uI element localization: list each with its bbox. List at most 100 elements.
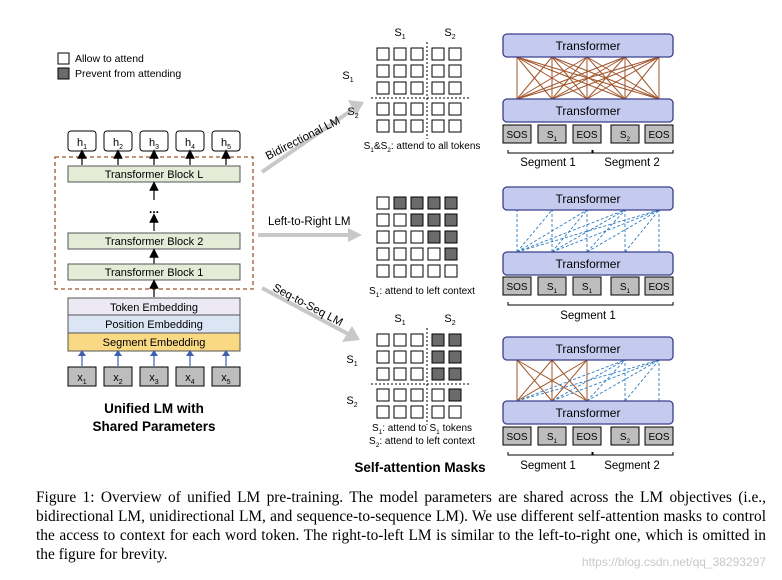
token-label: EOS <box>648 282 669 293</box>
attention-link <box>516 209 626 253</box>
token-box <box>537 124 567 144</box>
panel3-transformer-bottom <box>502 400 674 425</box>
output-h4: h4 <box>185 137 195 151</box>
mask-cell <box>376 367 390 381</box>
mask-cell <box>393 64 407 78</box>
token-label: EOS <box>576 130 597 141</box>
mask-cell <box>431 47 445 61</box>
token-box <box>610 276 640 296</box>
panel3-transformer-top <box>502 336 674 361</box>
mask-cell <box>393 350 407 364</box>
mask-cell <box>376 405 390 419</box>
mask-cell <box>393 119 407 133</box>
mask-cell <box>444 230 458 244</box>
mask-left-to-right: S1: attend to left context <box>369 196 475 299</box>
mask-cell <box>431 405 445 419</box>
mask-cell <box>393 388 407 402</box>
attention-link <box>624 209 660 253</box>
mask-cell <box>444 264 458 278</box>
mask-cell <box>431 350 445 364</box>
token-box <box>572 124 602 144</box>
mask-bidirectional: S1 S2 S1 S2 S1&S2: attend to all tokens <box>342 27 480 154</box>
mask-cell <box>393 47 407 61</box>
token-box <box>610 426 640 446</box>
mask-cell <box>431 81 445 95</box>
mask-cell <box>410 350 424 364</box>
left-to-right-lm-label: Left-to-Right LM <box>268 216 350 228</box>
mask2-cells <box>376 196 458 278</box>
token-label: S1 <box>547 282 558 295</box>
token-label: S1 <box>547 130 558 143</box>
mask1-cells <box>371 42 470 139</box>
mask-cell <box>393 367 407 381</box>
output-h1: h1 <box>77 137 87 151</box>
panel2-attention-links <box>516 209 660 253</box>
attention-link <box>516 209 553 253</box>
token-label: S2 <box>620 130 631 143</box>
mask3-cells <box>371 328 470 425</box>
panel1-transformer-top <box>502 33 674 58</box>
mask-cell <box>376 247 390 261</box>
mask-cell <box>393 81 407 95</box>
mask-cell <box>410 247 424 261</box>
mask-cell <box>427 196 441 210</box>
token-label: S1 <box>620 282 631 295</box>
input-arrows <box>81 355 227 366</box>
objective-arrows: Bidirectional LM Left-to-Right LM Seq-to… <box>258 100 364 342</box>
mask-cell <box>431 388 445 402</box>
mask-cell <box>376 388 390 402</box>
mask-cell <box>376 350 390 364</box>
attention-link <box>551 359 626 402</box>
mask-cell <box>410 81 424 95</box>
mask-cell <box>410 119 424 133</box>
mask-cell <box>448 333 462 347</box>
mask-cell <box>410 333 424 347</box>
attention-link <box>624 56 660 100</box>
token-box <box>502 124 532 144</box>
mask-cell <box>431 64 445 78</box>
output-h5: h5 <box>221 137 231 151</box>
mask-cell <box>448 102 462 116</box>
mask-cell <box>448 64 462 78</box>
token-box <box>644 124 674 144</box>
panel2-transformer-top-label: Transformer <box>556 192 621 206</box>
output-h3: h3 <box>149 137 159 151</box>
panel1-transformer-top-label: Transformer <box>556 39 621 53</box>
attention-link <box>516 359 626 402</box>
token-box <box>537 426 567 446</box>
panel1-attention-links <box>516 56 660 100</box>
mask3-row-s2: S2 <box>346 395 357 409</box>
legend-allow-label: Allow to attend <box>75 53 144 65</box>
attention-link <box>516 359 588 402</box>
output-arrows <box>77 149 231 165</box>
token-label: S1 <box>547 432 558 445</box>
attention-link <box>516 56 553 100</box>
mask3-caption-line1: S1: attend to S1 tokens <box>372 423 472 436</box>
attention-link <box>624 359 660 402</box>
masks-title: Self-attention Masks <box>354 460 485 475</box>
transformer-block-1-label: Transformer Block 1 <box>105 267 204 279</box>
mask-cell <box>376 213 390 227</box>
mask-cell <box>376 47 390 61</box>
input-tokens: x1 x2 x3 x4 x5 <box>67 366 241 387</box>
token-label: SOS <box>506 432 527 443</box>
attention-link <box>551 359 588 402</box>
mask-cell <box>448 47 462 61</box>
mask-cell <box>393 264 407 278</box>
mask1-col-s2: S2 <box>444 27 455 41</box>
mask1-row-s2: S2 <box>347 106 358 120</box>
input-x4: x4 <box>185 372 195 386</box>
panel3-segment2: Segment 2 <box>604 460 660 472</box>
legend: Allow to attend Prevent from attending <box>57 52 181 80</box>
token-label: EOS <box>576 432 597 443</box>
attention-link <box>586 359 626 402</box>
segment-embedding-label: Segment Embedding <box>103 337 206 349</box>
legend-allow-swatch <box>57 52 70 65</box>
panel3-attention-links <box>516 359 660 402</box>
panel1-transformer-bottom <box>502 98 674 123</box>
token-box <box>537 276 567 296</box>
legend-prevent-label: Prevent from attending <box>75 68 181 80</box>
mask-cell <box>393 196 407 210</box>
seq-to-seq-lm-label: Seq-to-Seq LM <box>271 282 345 329</box>
